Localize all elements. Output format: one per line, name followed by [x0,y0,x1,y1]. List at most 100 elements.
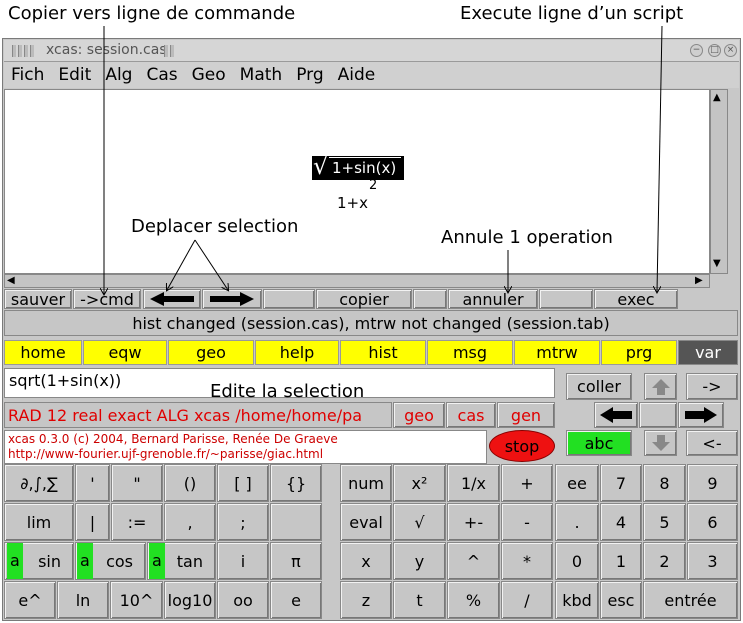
divide-button[interactable]: / [501,581,553,619]
e-button[interactable]: e [270,581,322,619]
cas-button[interactable]: cas [446,402,496,428]
move-right-button[interactable] [202,289,262,309]
maximize-icon[interactable]: □ [708,44,721,57]
digit-9-button[interactable]: 9 [687,464,738,502]
imaginary-button[interactable]: i [217,542,269,580]
infinity-button[interactable]: oo [217,581,269,619]
x-button[interactable]: x [340,542,392,580]
vertical-scrollbar[interactable]: ▲ ▼ [710,89,728,274]
right-arrow-text-button[interactable]: -> [686,373,738,400]
stop-button[interactable]: stop [489,430,555,462]
pi-button[interactable]: π [270,542,322,580]
tab-hist[interactable]: hist [340,340,426,365]
ee-button[interactable]: ee [555,464,599,502]
abc-button[interactable]: abc [566,430,632,456]
minimize-icon[interactable]: − [690,44,703,57]
digit-3-button[interactable]: 3 [687,542,738,580]
sin-button[interactable]: a sin [4,542,74,580]
save-button[interactable]: sauver [4,289,72,309]
pow10-button[interactable]: 10^ [110,581,163,619]
menu-prg[interactable]: Prg [296,65,324,85]
eval-button[interactable]: eval [340,503,392,541]
menu-math[interactable]: Math [239,65,283,85]
z-button[interactable]: z [340,581,392,619]
percent-button[interactable]: % [447,581,500,619]
tab-geo[interactable]: geo [168,340,254,365]
gen-button[interactable]: gen [497,402,555,428]
calculus-button[interactable]: ∂,∫,∑ [4,464,74,502]
scroll-down-icon[interactable]: ▼ [713,258,721,269]
parens-button[interactable]: () [164,464,216,502]
quote-button[interactable]: ' [75,464,110,502]
right-arrow-button[interactable] [678,402,724,428]
geo-button[interactable]: geo [393,402,445,428]
up-arrow-button[interactable] [644,373,677,400]
tab-mtrw[interactable]: mtrw [514,340,600,365]
backspace-button[interactable]: <- [686,430,738,456]
plus-button[interactable]: + [501,464,553,502]
y-button[interactable]: y [393,542,446,580]
down-arrow-button[interactable] [644,430,677,456]
tab-help[interactable]: help [255,340,339,365]
sqrt-button[interactable]: √ [393,503,446,541]
selected-expression[interactable]: √ 1+sin(x) [312,152,404,180]
paste-button[interactable]: coller [566,373,632,400]
session-area[interactable]: √ 1+sin(x) 1+x 2 Deplacer selection Annu… [4,89,710,274]
inverse-button[interactable]: 1/x [447,464,500,502]
square-button[interactable]: x² [393,464,446,502]
command-line-input[interactable]: sqrt(1+sin(x)) [4,368,555,398]
num-button[interactable]: num [340,464,392,502]
braces-button[interactable]: {} [270,464,322,502]
menu-fich[interactable]: Fich [11,65,45,85]
scroll-up-icon[interactable]: ▲ [713,92,721,103]
menu-aide[interactable]: Aide [337,65,376,85]
decimal-button[interactable]: . [555,503,599,541]
exec-button[interactable]: exec [594,289,678,309]
tan-button[interactable]: a tan [147,542,216,580]
menu-cas[interactable]: Cas [146,65,178,85]
t-button[interactable]: t [393,581,446,619]
ln-button[interactable]: ln [57,581,109,619]
pipe-button[interactable]: | [75,503,110,541]
assign-button[interactable]: := [111,503,163,541]
copy-button[interactable]: copier [316,289,412,309]
minus-button[interactable]: - [501,503,553,541]
digit-2-button[interactable]: 2 [643,542,686,580]
semicolon-button[interactable]: ; [217,503,269,541]
scroll-left-icon[interactable]: ◀ [7,275,15,286]
digit-0-button[interactable]: 0 [555,542,599,580]
digit-4-button[interactable]: 4 [600,503,642,541]
log10-button[interactable]: log10 [164,581,216,619]
menu-edit[interactable]: Edit [58,65,92,85]
tab-eqw[interactable]: eqw [83,340,167,365]
kbd-button[interactable]: kbd [555,581,599,619]
digit-8-button[interactable]: 8 [643,464,686,502]
digit-7-button[interactable]: 7 [600,464,642,502]
comma-button[interactable]: , [164,503,216,541]
digit-5-button[interactable]: 5 [643,503,686,541]
to-cmd-button[interactable]: ->cmd [73,289,141,309]
left-arrow-button[interactable] [594,402,638,428]
power-button[interactable]: ^ [447,542,500,580]
string-button[interactable]: " [111,464,163,502]
enter-button[interactable]: entrée [643,581,738,619]
horizontal-scrollbar[interactable]: ◀ ▶ [4,274,710,288]
esc-button[interactable]: esc [600,581,642,619]
menu-alg[interactable]: Alg [105,65,133,85]
tab-var[interactable]: var [678,340,738,365]
digit-1-button[interactable]: 1 [600,542,642,580]
undo-button[interactable]: annuler [448,289,538,309]
digit-6-button[interactable]: 6 [687,503,738,541]
exp-button[interactable]: e^ [4,581,56,619]
times-button[interactable]: * [501,542,553,580]
tab-msg[interactable]: msg [427,340,513,365]
brackets-button[interactable]: [ ] [217,464,269,502]
tab-home[interactable]: home [4,340,82,365]
tab-prg[interactable]: prg [601,340,677,365]
scroll-right-icon[interactable]: ▶ [695,275,703,286]
negate-button[interactable]: +- [447,503,500,541]
limit-button[interactable]: lim [4,503,74,541]
move-left-button[interactable] [143,289,201,309]
menu-geo[interactable]: Geo [191,65,226,85]
close-icon[interactable]: × [724,44,737,57]
